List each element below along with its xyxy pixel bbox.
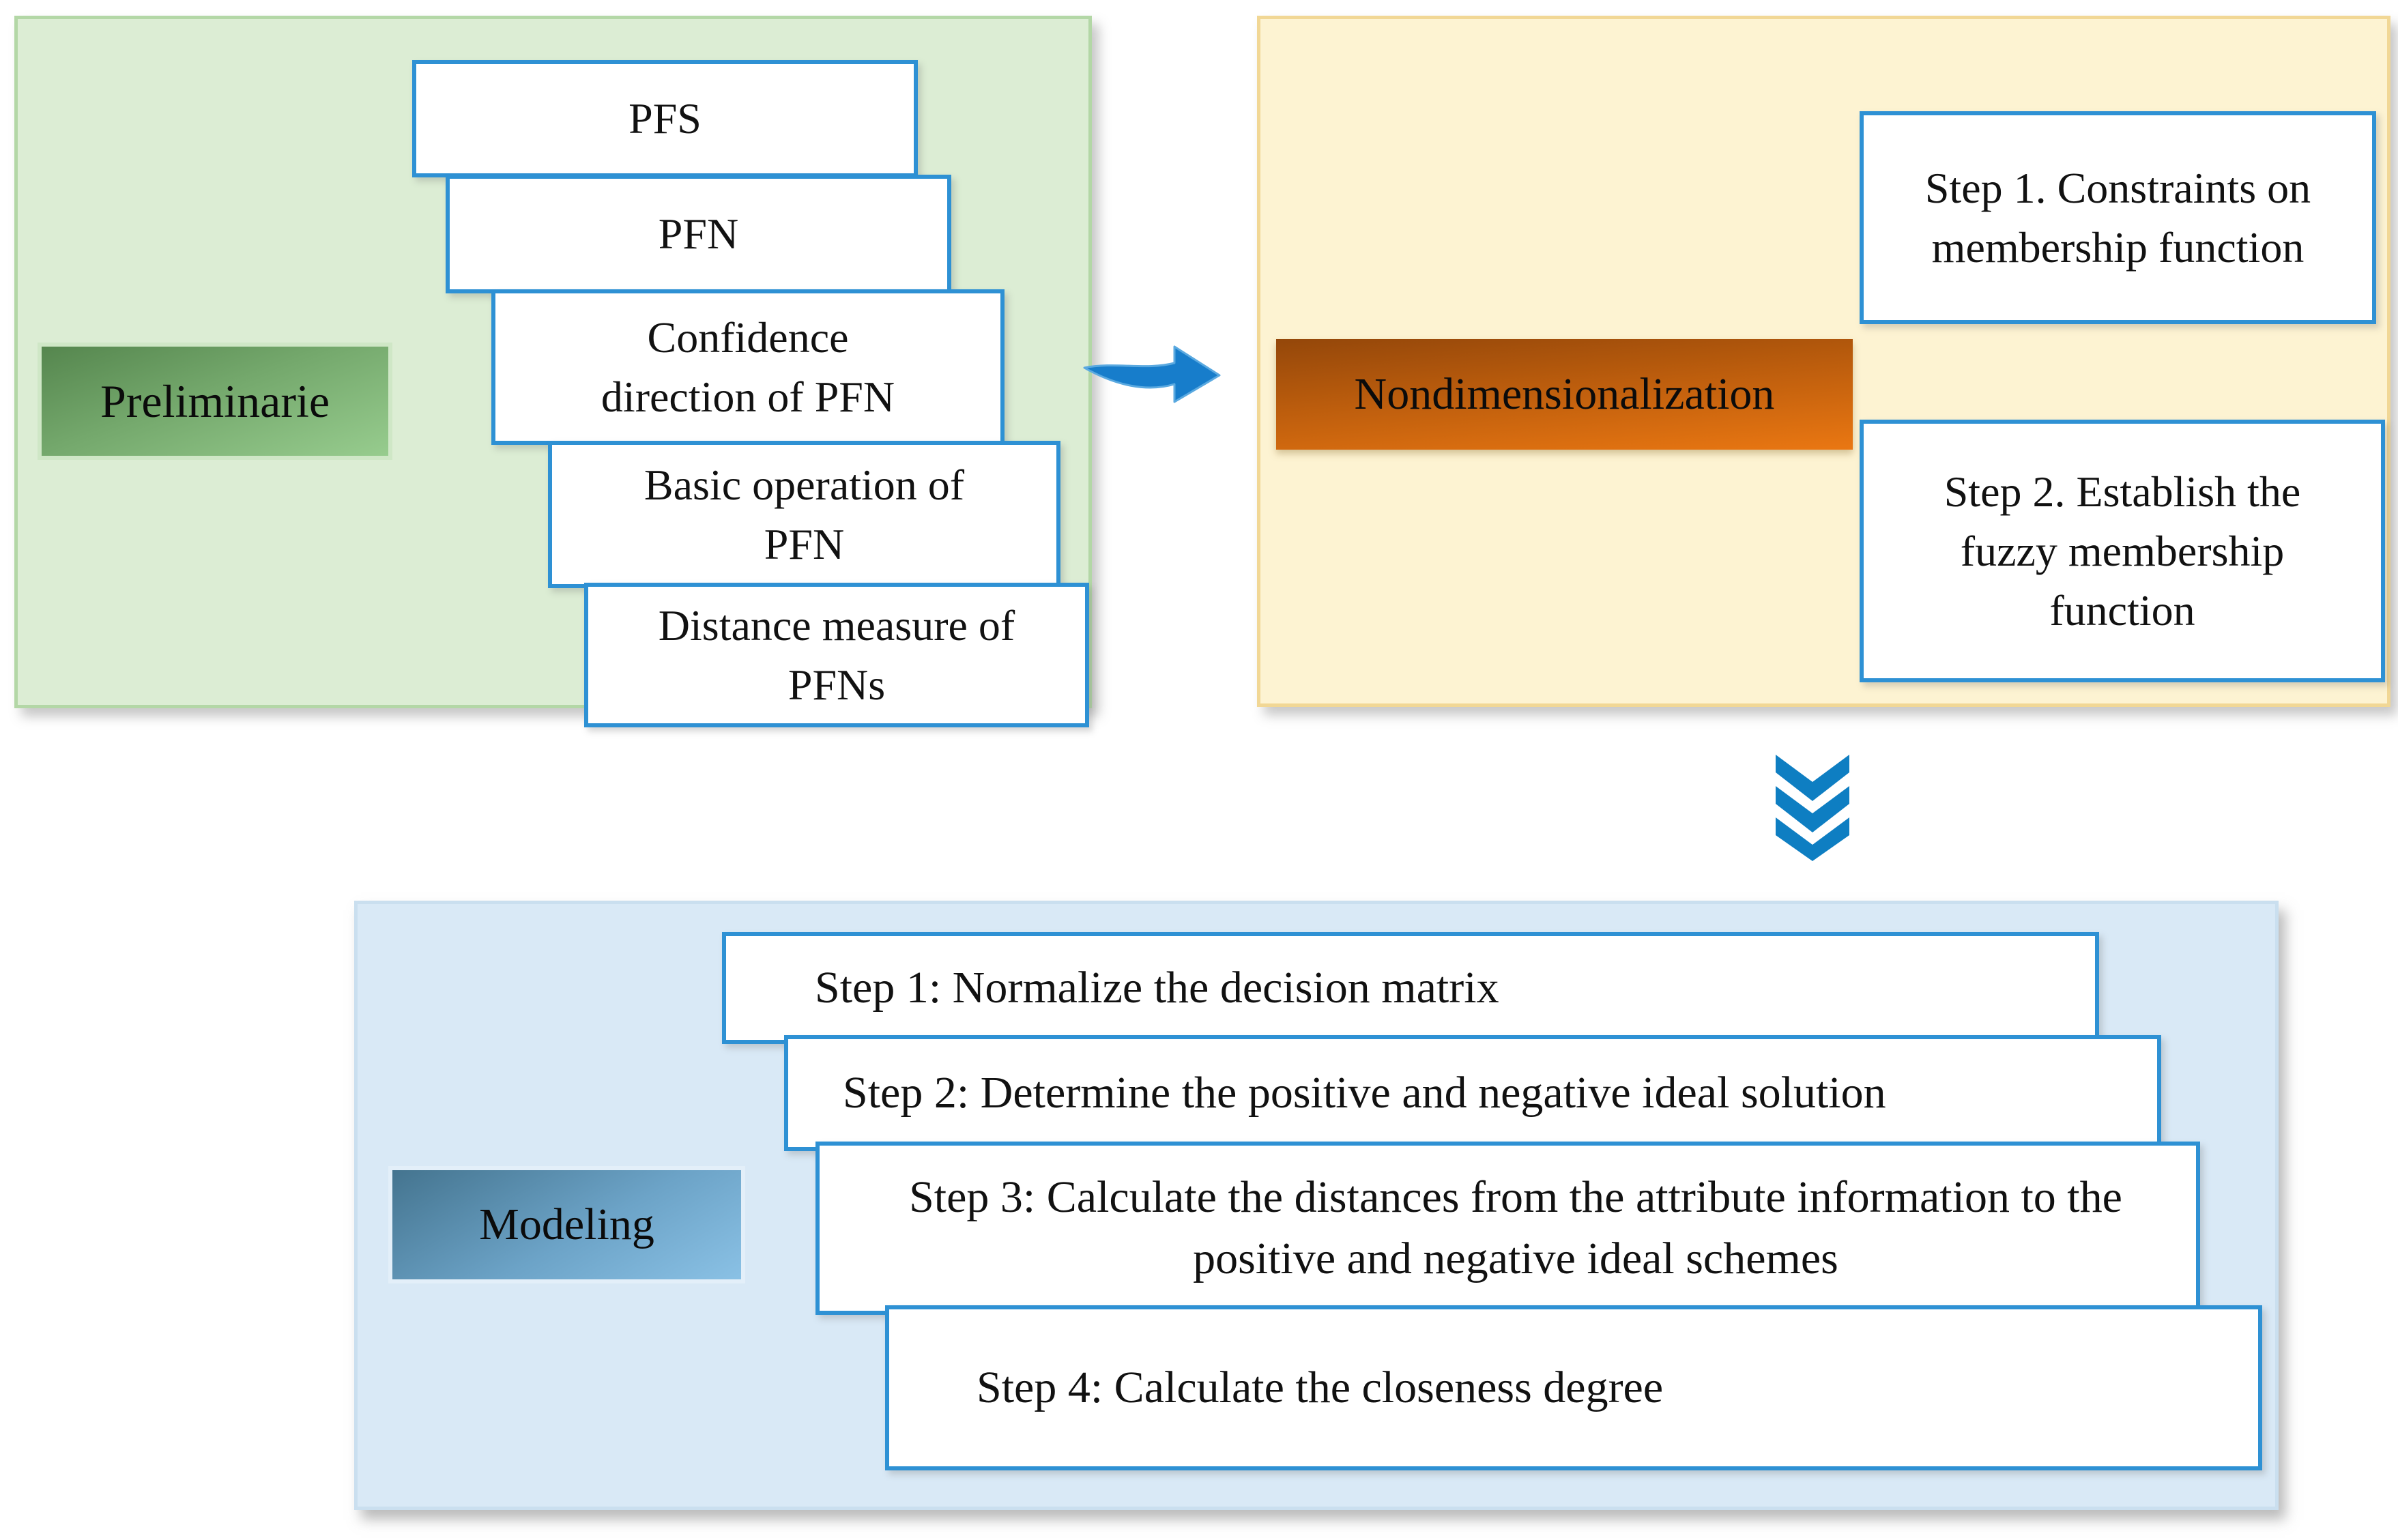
curved-right-arrow-icon [1080, 343, 1225, 428]
box-pfn: PFN [446, 175, 951, 293]
box-step4-closeness-text: Step 4: Calculate the closeness degree [977, 1363, 1664, 1413]
modeling-label: Modeling [388, 1166, 745, 1283]
box-step2-determine-text: Step 2: Determine the positive and negat… [843, 1068, 1886, 1118]
panel-preliminaries: Preliminarie PFS PFN Confidence directio… [14, 16, 1092, 727]
box-step2-determine: Step 2: Determine the positive and negat… [784, 1035, 2161, 1151]
box-step3-calculate-distances: Step 3: Calculate the distances from the… [815, 1142, 2200, 1315]
box-step2-establish-text: Step 2. Establish the fuzzy membership f… [1944, 467, 2301, 635]
box-confidence-direction: Confidence direction of PFN [491, 289, 1005, 445]
box-pfn-text: PFN [658, 209, 739, 259]
modeling-label-text: Modeling [479, 1200, 654, 1249]
box-step3-calculate-distances-text: Step 3: Calculate the distances from the… [909, 1172, 2122, 1283]
box-step4-closeness: Step 4: Calculate the closeness degree [885, 1305, 2262, 1470]
box-distance-measure: Distance measure of PFNs [584, 583, 1089, 727]
box-step1-constraints: Step 1. Constraints on membership functi… [1860, 111, 2376, 324]
box-distance-measure-text: Distance measure of PFNs [658, 600, 1015, 709]
preliminaries-label: Preliminarie [38, 343, 392, 460]
box-step1-normalize-text: Step 1: Normalize the decision matrix [815, 963, 1499, 1013]
nondimensionalization-label-text: Nondimensionalization [1354, 369, 1775, 419]
box-step1-normalize: Step 1: Normalize the decision matrix [722, 932, 2099, 1044]
box-basic-operation: Basic operation of PFN [548, 441, 1060, 588]
box-basic-operation-text: Basic operation of PFN [644, 460, 965, 568]
panel-nondimensionalization: Nondimensionalization Step 1. Constraint… [1257, 16, 2390, 707]
preliminaries-label-text: Preliminarie [100, 375, 330, 427]
box-step2-establish: Step 2. Establish the fuzzy membership f… [1860, 420, 2385, 682]
box-pfs-text: PFS [629, 94, 702, 143]
panel-modeling: Modeling Step 1: Normalize the decision … [354, 901, 2279, 1510]
box-step1-constraints-text: Step 1. Constraints on membership functi… [1924, 163, 2311, 272]
box-confidence-direction-text: Confidence direction of PFN [601, 313, 895, 421]
nondimensionalization-label: Nondimensionalization [1276, 339, 1853, 450]
chevron-down-icon [1773, 755, 1852, 861]
box-pfs: PFS [412, 60, 918, 177]
